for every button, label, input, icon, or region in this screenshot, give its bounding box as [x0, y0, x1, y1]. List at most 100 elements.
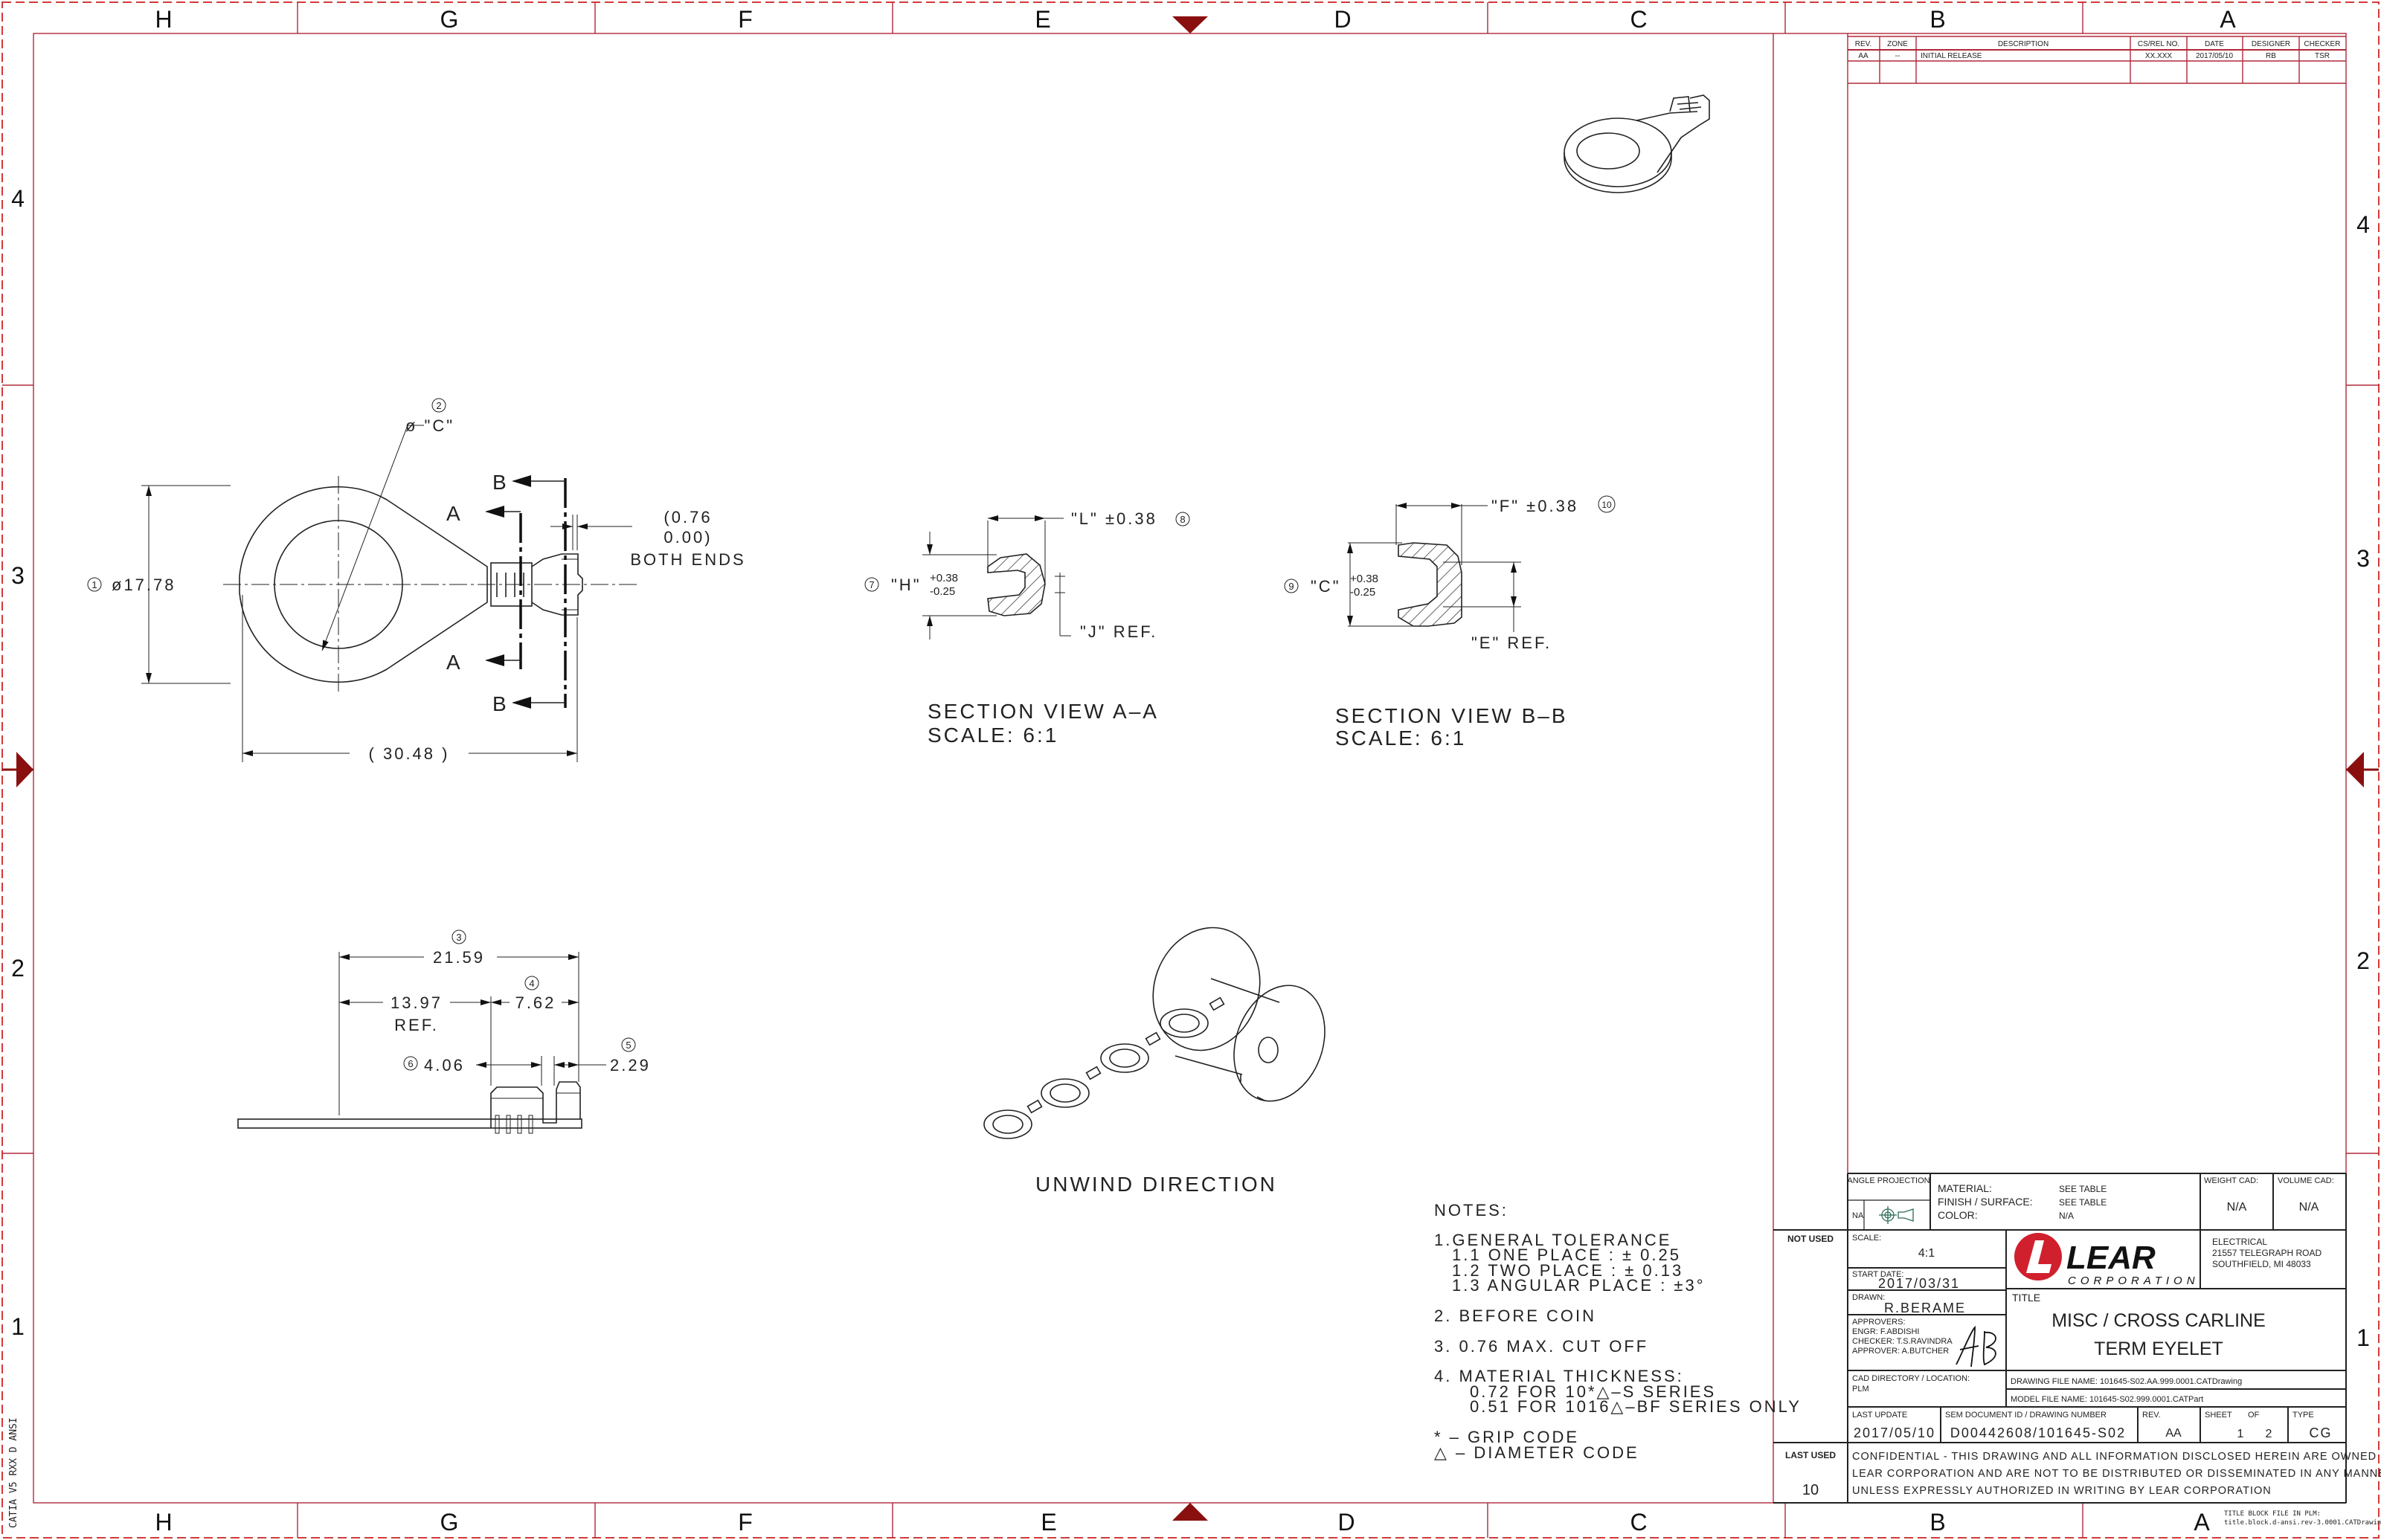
sheet-total: 2 — [2266, 1428, 2272, 1440]
row-label: 2 — [11, 955, 25, 982]
dim-c: "C" — [1311, 577, 1341, 596]
drawing-title: MISC / CROSS CARLINE — [2051, 1310, 2266, 1331]
section-view-bb: "F" ±0.38 10 9 "C" +0.38 -0.25 "E" REF. … — [1284, 495, 1616, 750]
balloon-number: 9 — [1288, 581, 1294, 592]
note-line: 3. 0.76 MAX. CUT OFF — [1434, 1337, 1648, 1356]
drawn-label: DRAWN: — [1852, 1293, 1885, 1302]
rev-header: ZONE — [1887, 40, 1908, 48]
balloon: 10 — [1598, 495, 1616, 513]
zone-label: F — [738, 6, 753, 33]
dim-barrel-length: 7.62 — [515, 993, 556, 1012]
volume-value: N/A — [2299, 1201, 2319, 1214]
zone-label: G — [440, 1509, 459, 1536]
dim-h: "H" — [891, 576, 922, 594]
weight-value: N/A — [2227, 1201, 2247, 1214]
drawing-title: TERM EYELET — [2094, 1338, 2223, 1359]
balloon-number: 6 — [408, 1058, 413, 1069]
rev-cell: TSR — [2315, 52, 2330, 60]
finish-value: SEE TABLE — [2059, 1197, 2107, 1208]
model-file-name: MODEL FILE NAME: 101645-S02.999.0001.CAT… — [2011, 1395, 2203, 1404]
center-mark-bottom — [1172, 1503, 1208, 1521]
row-label: 1 — [11, 1313, 25, 1340]
section-bb-scale: SCALE: 6:1 — [1335, 726, 1466, 750]
note-line: 0.72 FOR 10*△–S SERIES — [1470, 1382, 1716, 1401]
dim-l: "L" ±0.38 — [1071, 509, 1157, 528]
side-label: CATIA V5 RXX D ANSI — [8, 1417, 19, 1528]
zone-label: C — [1630, 6, 1647, 33]
address-line: ELECTRICAL — [2212, 1237, 2267, 1247]
dim-ref-length: 13.97 — [391, 993, 443, 1012]
scale-label: SCALE: — [1852, 1234, 1881, 1243]
rev-cell: 2017/05/10 — [2196, 52, 2233, 60]
row-labels-left: 4 3 2 1 — [11, 185, 25, 1340]
balloon: 5 — [621, 1037, 636, 1052]
balloon-number: 4 — [529, 978, 534, 989]
note-line: * – GRIP CODE — [1434, 1428, 1579, 1446]
third-angle-projection-icon — [1879, 1206, 1914, 1224]
balloon: 8 — [1175, 512, 1190, 526]
zone-label: B — [1929, 1509, 1945, 1536]
sheet-label: SHEET — [2205, 1411, 2232, 1420]
section-bb-title: SECTION VIEW B–B — [1335, 704, 1568, 727]
reel-unwind-view — [983, 927, 1326, 1139]
balloon: 3 — [452, 930, 466, 944]
type-label: TYPE — [2292, 1411, 2314, 1420]
revision-table: REV. ZONE DESCRIPTION CS/REL NO. DATE DE… — [1848, 36, 2346, 84]
zone-label: B — [1929, 6, 1945, 33]
row-label: 3 — [2356, 545, 2370, 572]
confidential-line: UNLESS EXPRESSLY AUTHORIZED IN WRITING B… — [1852, 1485, 2272, 1497]
zone-label: E — [1035, 6, 1050, 33]
zone-label: F — [738, 1509, 753, 1536]
row-label: 2 — [2356, 947, 2370, 974]
drawn-value: R.BERAME — [1884, 1301, 1966, 1315]
row-labels-right: 4 3 2 1 — [2356, 211, 2370, 1351]
cad-directory-label: CAD DIRECTORY / LOCATION: — [1852, 1374, 1970, 1383]
zone-label: C — [1630, 1509, 1647, 1536]
tol-minus: -0.25 — [1350, 586, 1375, 599]
side-view: 3 21.59 13.97 REF. 4 7.62 6 4.06 5 2.29 — [237, 930, 649, 1134]
center-mark-top — [1172, 16, 1208, 33]
section-label-b: B — [492, 692, 509, 715]
isometric-eyelet-view — [1564, 94, 1710, 193]
title-block-file-name: title.block.d-ansi.rev-3.0001.CATDrawing — [2224, 1519, 2381, 1527]
approver-approver: APPROVER: A.BUTCHER — [1852, 1347, 1949, 1356]
document-id-label: SEM DOCUMENT ID / DRAWING NUMBER — [1945, 1411, 2107, 1420]
dim-cutoff: 0.00) — [663, 528, 712, 547]
volume-label: VOLUME CAD: — [2278, 1176, 2334, 1185]
last-used-label: LAST USED — [1785, 1450, 1836, 1460]
of-label: OF — [2248, 1411, 2260, 1420]
balloon: 6 — [403, 1056, 418, 1071]
zone-labels-bottom: H G F E D C B A — [155, 1509, 2210, 1536]
note-line: 1.GENERAL TOLERANCE — [1434, 1231, 1671, 1249]
approver-checker: CHECKER: T.S.RAVINDRA — [1852, 1337, 1953, 1346]
zone-labels-top: H G F E D C B A — [155, 6, 2236, 33]
note-line: 0.51 FOR 1016△–BF SERIES ONLY — [1470, 1397, 1802, 1416]
note-line: △ – DIAMETER CODE — [1434, 1443, 1639, 1462]
last-update-label: LAST UPDATE — [1852, 1411, 1907, 1420]
rev-header: REV. — [1855, 40, 1871, 48]
type-value: CG — [2310, 1425, 2333, 1440]
section-label-a: A — [446, 651, 463, 674]
drawing-file-name: DRAWING FILE NAME: 101645-S02.AA.999.000… — [2011, 1377, 2242, 1386]
cad-directory-value: PLM — [1852, 1385, 1869, 1394]
rev-header: CS/REL NO. — [2138, 40, 2179, 48]
logo-name: LEAR — [2066, 1240, 2156, 1276]
rev-cell: XX.XXX — [2145, 52, 2172, 60]
unwind-direction-caption: UNWIND DIRECTION — [1035, 1173, 1277, 1196]
balloon-number: 10 — [1601, 500, 1612, 510]
dim-dia-c: ø "C" — [405, 416, 454, 435]
document-id-value: D00442608/101645-S02 — [1950, 1425, 2126, 1440]
dim-cutoff-note: BOTH ENDS — [630, 550, 745, 569]
title-block-frame — [1773, 33, 1848, 1503]
logo-subtitle: CORPORATION — [2068, 1275, 2200, 1287]
rev-header: CHECKER — [2304, 40, 2341, 48]
section-aa-scale: SCALE: 6:1 — [928, 724, 1058, 747]
balloon-number: 7 — [869, 579, 874, 590]
row-label: 3 — [11, 562, 25, 589]
dim-j-ref: "J" REF. — [1080, 622, 1157, 641]
sheet-number: 1 — [2237, 1428, 2244, 1440]
title-block: ANGLE PROJECTION NA MATERIAL: SEE TABLE … — [1773, 1173, 2381, 1504]
angle-projection-label: ANGLE PROJECTION — [1847, 1176, 1929, 1185]
